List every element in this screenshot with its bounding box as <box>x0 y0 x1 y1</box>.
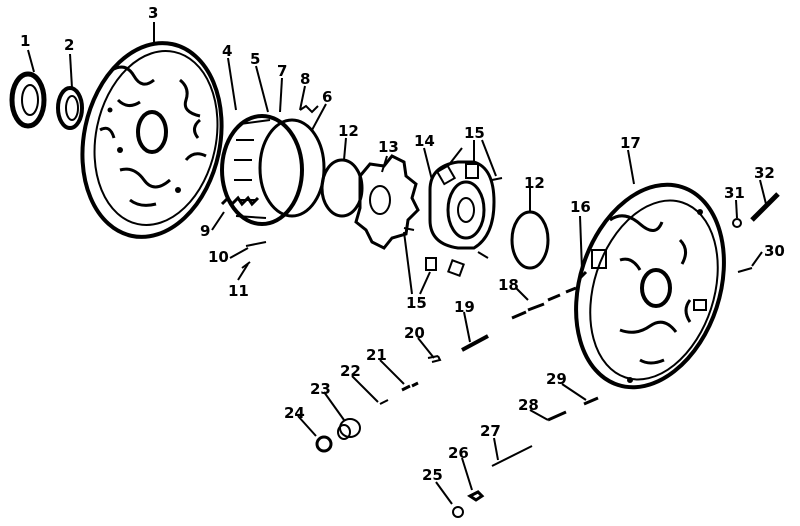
callout-22: 22 <box>340 362 361 380</box>
part-13-slide <box>354 154 420 250</box>
callout-27: 27 <box>480 422 501 440</box>
callout-5: 5 <box>250 50 260 68</box>
callout-31: 31 <box>724 184 745 202</box>
callout-8: 8 <box>300 70 310 88</box>
callout-4: 4 <box>222 42 232 60</box>
part-32-bolt <box>750 192 780 222</box>
callout-20: 20 <box>404 324 425 342</box>
part-12-oring-right <box>510 210 550 270</box>
part-15-vanes <box>403 163 503 277</box>
callout-29: 29 <box>546 370 567 388</box>
callout-18: 18 <box>498 276 519 294</box>
callout-12a: 12 <box>338 122 359 140</box>
part-17-pump-cover <box>574 182 726 390</box>
callout-17: 17 <box>620 134 641 152</box>
part-2-bushing <box>56 86 84 130</box>
callout-23: 23 <box>310 380 331 398</box>
callout-2: 2 <box>64 36 74 54</box>
callout-10: 10 <box>208 248 229 266</box>
callout-7: 7 <box>277 62 287 80</box>
callouts: 1 2 3 4 5 6 7 8 9 10 11 12 12 13 14 15 1… <box>20 4 785 484</box>
callout-30: 30 <box>764 242 785 260</box>
callout-19: 19 <box>454 298 475 316</box>
part-12-oring-left <box>320 158 364 218</box>
part-9-spring <box>220 195 260 207</box>
part-31-plug <box>732 218 742 228</box>
callout-9: 9 <box>200 222 210 240</box>
callout-6: 6 <box>322 88 332 106</box>
callout-11: 11 <box>228 282 249 300</box>
part-3-pump-body <box>80 41 224 239</box>
callout-32: 32 <box>754 164 775 182</box>
callout-26: 26 <box>448 444 469 462</box>
part-10-pin <box>245 241 267 247</box>
callout-15a: 15 <box>464 124 485 142</box>
part-14-rotor <box>428 160 496 250</box>
callout-3: 3 <box>148 4 158 22</box>
callout-25: 25 <box>422 466 443 484</box>
part-4-6-stator <box>220 104 326 226</box>
callout-16: 16 <box>570 198 591 216</box>
callout-21: 21 <box>366 346 387 364</box>
valve-train-lower <box>452 396 599 518</box>
callout-28: 28 <box>518 396 539 414</box>
callout-13: 13 <box>378 138 399 156</box>
part-11-clip <box>241 261 251 269</box>
callout-24: 24 <box>284 404 305 422</box>
callout-1: 1 <box>20 32 30 50</box>
leader-lines <box>27 22 767 505</box>
callout-14: 14 <box>414 132 435 150</box>
callout-12b: 12 <box>524 174 545 192</box>
part-30-pin <box>737 267 753 273</box>
part-1-seal <box>9 71 47 129</box>
callout-15b: 15 <box>406 294 427 312</box>
